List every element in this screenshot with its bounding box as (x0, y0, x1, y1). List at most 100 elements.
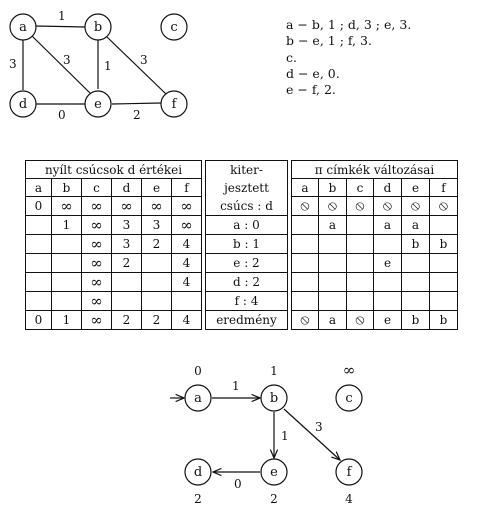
adjacency-line: b − e, 1 ; f, 3. (286, 33, 372, 49)
svg-text:c: c (170, 20, 177, 35)
tree-dist-e: 2 (270, 492, 278, 506)
pi-label-cell (346, 234, 374, 254)
graph-node-c: c (160, 13, 188, 41)
tree-dist-f: 4 (345, 492, 353, 506)
tree-node-c: c (335, 384, 363, 412)
d-value-cell: 1 (51, 215, 82, 235)
d-value-cell (51, 291, 82, 311)
tree-edges (170, 398, 340, 472)
pi-label-cell: ⦸ (291, 196, 319, 216)
d-value-cell: 2 (141, 234, 172, 254)
d-value-cell: 3 (141, 215, 172, 235)
tree-edge-b-f (283, 408, 340, 460)
graph-node-a: a (9, 13, 37, 41)
svg-text:c: c (345, 391, 352, 406)
svg-text:b: b (94, 20, 102, 35)
tree-edge-weights: 1 1 3 0 (232, 379, 323, 491)
d-value-cell: ∞ (141, 196, 172, 216)
d-value-cell (25, 272, 52, 292)
pi-label-cell: ⦸ (401, 196, 430, 216)
d-value-cell: 3 (111, 234, 142, 254)
svg-text:a: a (19, 20, 27, 35)
tree-dist-c: ∞ (343, 361, 356, 379)
d-value-cell (25, 215, 52, 235)
pi-label-cell (401, 291, 430, 311)
col-label: c (346, 178, 374, 197)
pi-label-cell: ⦸ (429, 196, 458, 216)
tree-distance-labels: 0 1 ∞ 2 2 4 (194, 361, 355, 506)
d-value-cell (171, 291, 202, 311)
d-value-cell: 0 (25, 196, 52, 216)
weight-a-b: 1 (58, 9, 66, 23)
pi-label-cell: ⦸ (291, 310, 319, 330)
col-label: b (51, 178, 82, 197)
weight-a-e: 3 (63, 53, 71, 67)
pi-label-cell: a (373, 215, 402, 235)
d-value-cell: ∞ (171, 196, 202, 216)
d-value-cell: ∞ (81, 291, 112, 311)
pi-label-cell: e (373, 310, 402, 330)
edge-a-e (31, 35, 91, 94)
svg-text:e: e (94, 97, 102, 112)
pi-label-cell (346, 215, 374, 235)
pi-label-cell (318, 291, 347, 311)
weight-d-e: 0 (58, 108, 66, 122)
d-value-cell: 4 (171, 310, 202, 330)
pi-label-cell (346, 253, 374, 273)
col-label: c (81, 178, 112, 197)
d-value-cell (51, 272, 82, 292)
pi-label-cell (291, 234, 319, 254)
adjacency-line: d − e, 0. (286, 65, 340, 81)
pi-label-cell: ⦸ (318, 196, 347, 216)
tree-node-a: a (184, 384, 212, 412)
expanded-node-cell: f : 4 (205, 291, 288, 311)
d-value-cell: ∞ (81, 196, 112, 216)
tree-weight-b-e: 1 (281, 429, 289, 443)
tree-node-d: d (184, 458, 212, 486)
graph-nodes: a b c d e f (9, 13, 188, 118)
weight-e-f: 2 (133, 108, 141, 122)
weight-a-d: 3 (9, 57, 17, 71)
col-label: e (141, 178, 172, 197)
col-label: e (401, 178, 430, 197)
d-value-cell (141, 291, 172, 311)
graph-node-f: f (160, 90, 188, 118)
d-value-cell (111, 291, 142, 311)
pi-label-cell (429, 253, 458, 273)
pi-label-cell (318, 234, 347, 254)
pi-label-cell (401, 253, 430, 273)
d-value-cell: ∞ (81, 234, 112, 254)
pi-label-cell: ⦸ (346, 196, 374, 216)
svg-text:d: d (194, 465, 202, 480)
graph-edges (22, 25, 167, 105)
tree-dist-b: 1 (270, 364, 278, 378)
col-label: b (318, 178, 347, 197)
pi-label-cell (291, 253, 319, 273)
tree-node-b: b (260, 384, 288, 412)
graph-node-e: e (84, 90, 112, 118)
pi-label-cell (373, 291, 402, 311)
tree-weight-a-b: 1 (232, 379, 240, 393)
table-row: 0∞∞∞∞∞csúcs : d⦸⦸⦸⦸⦸⦸ (25, 196, 458, 216)
pi-label-cell: a (318, 215, 347, 235)
pi-label-cell: a (401, 215, 430, 235)
adjacency-line: c. (286, 49, 297, 65)
adjacency-list: a − b, 1 ; d, 3 ; e, 3. b − e, 1 ; f, 3.… (286, 17, 411, 98)
graph-node-d: d (9, 90, 37, 118)
d-value-cell: ∞ (81, 215, 112, 235)
header-expanded-1: kiter- (205, 160, 288, 179)
header-expanded-2: jesztett (205, 178, 288, 197)
pi-label-cell (318, 253, 347, 273)
pi-label-cell (373, 272, 402, 292)
pi-label-cell: ⦸ (346, 310, 374, 330)
expanded-node-cell: e : 2 (205, 253, 288, 273)
pi-label-cell (291, 272, 319, 292)
pi-label-cell: e (373, 253, 402, 273)
pi-label-cell (291, 291, 319, 311)
pi-label-cell (373, 234, 402, 254)
d-value-cell: 2 (111, 253, 142, 273)
